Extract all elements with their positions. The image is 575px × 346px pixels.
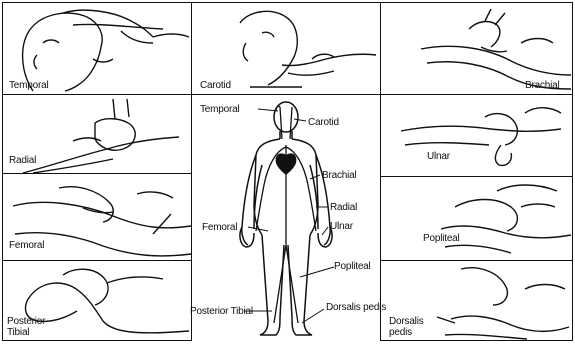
panel-brachial: Brachial <box>380 2 573 95</box>
figure-label-brachial: Brachial <box>322 170 357 181</box>
label-ulnar: Ulnar <box>427 151 450 162</box>
label-femoral: Femoral <box>9 240 44 251</box>
panel-radial: Radial <box>2 94 192 174</box>
ulnar-illustration <box>381 95 573 177</box>
label-brachial: Brachial <box>525 80 560 91</box>
label-dorsalis-pedis: Dorsalis pedis <box>389 316 424 338</box>
figure-label-radial: Radial <box>330 202 357 213</box>
heart-icon <box>276 153 297 175</box>
panel-posterior-tibial: Posterior Tibial <box>2 260 192 341</box>
popliteal-illustration <box>381 177 573 261</box>
figure-label-popliteal: Popliteal <box>334 261 371 272</box>
label-radial: Radial <box>9 155 36 166</box>
figure-label-posterior-tibial: Posterior Tibial <box>190 306 253 317</box>
panel-carotid: Carotid <box>191 2 381 95</box>
panel-femoral: Femoral <box>2 173 192 261</box>
label-popliteal: Popliteal <box>423 233 460 244</box>
panel-ulnar: Ulnar <box>380 94 573 177</box>
panel-temporal: Temporal <box>2 2 192 95</box>
figure-label-ulnar: Ulnar <box>330 221 353 232</box>
figure-label-carotid: Carotid <box>308 117 339 128</box>
body-figure-panel: Temporal Carotid Brachial Radial Ulnar F… <box>188 95 384 341</box>
label-temporal: Temporal <box>9 80 49 91</box>
figure-label-temporal: Temporal <box>200 104 240 115</box>
figure-label-femoral: Femoral <box>202 222 237 233</box>
panel-popliteal: Popliteal <box>380 176 573 261</box>
figure-label-dorsalis-pedis: Dorsalis pedis <box>326 302 386 313</box>
label-carotid: Carotid <box>200 80 231 91</box>
label-posterior-tibial: Posterior Tibial <box>7 316 45 338</box>
panel-dorsalis-pedis: Dorsalis pedis <box>380 260 573 341</box>
